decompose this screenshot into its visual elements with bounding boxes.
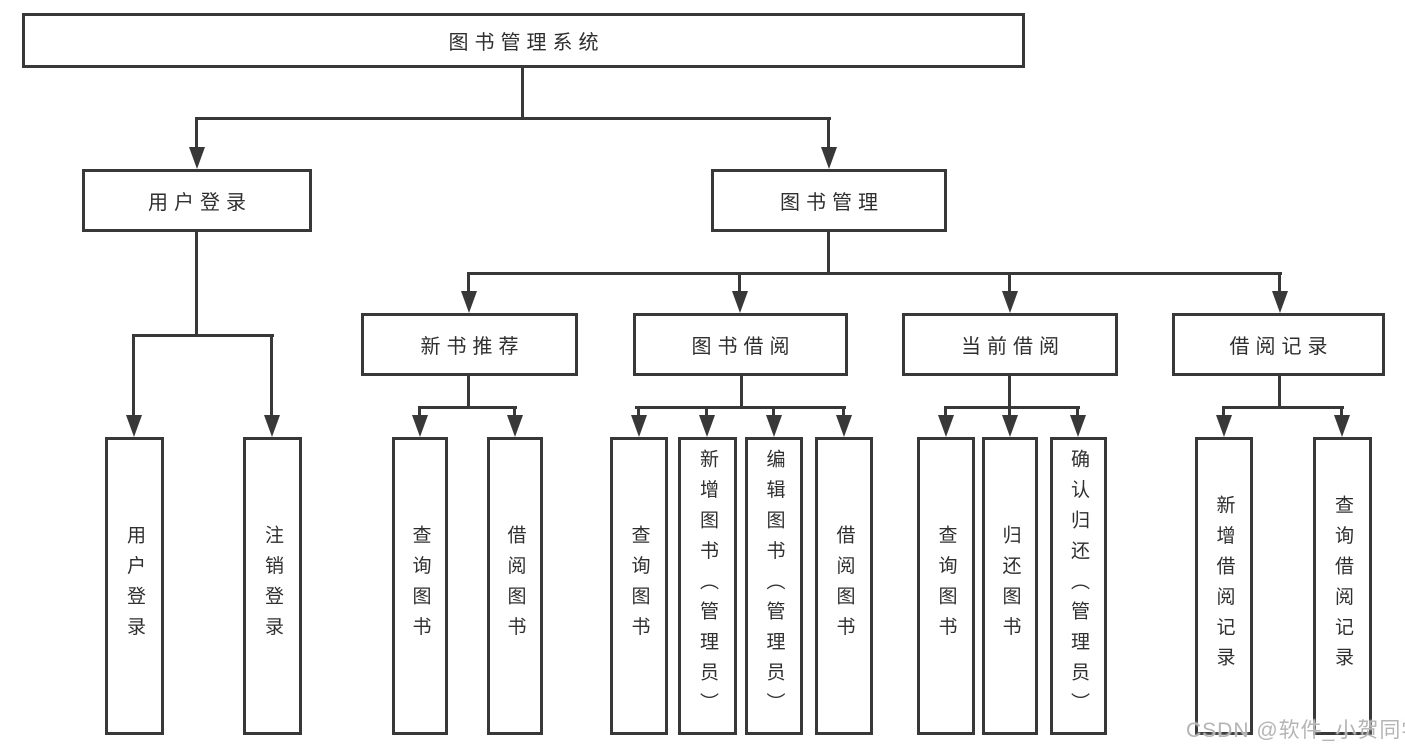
arrow-down-icon (836, 415, 852, 437)
leaf-query-books-current: 查询图书 (917, 437, 975, 735)
leaf-borrow-books: 借阅图书 (815, 437, 873, 735)
connector-recommend-stem (467, 374, 470, 408)
leaf-borrow-books-recommend: 借阅图书 (487, 437, 543, 735)
connector-root-stem (521, 68, 524, 118)
connector-bar-borrow (635, 406, 846, 409)
leaf-user-login: 用户登录 (105, 437, 164, 735)
node-book-borrowing: 图书借阅 (633, 313, 848, 376)
connector-drop (418, 406, 421, 420)
arrow-down-icon (938, 415, 954, 437)
connector-drop (1008, 406, 1011, 420)
connector-drop (827, 118, 830, 154)
node-user-login: 用户登录 (82, 169, 312, 232)
connector-drop (270, 334, 273, 422)
connector-drop (842, 406, 845, 420)
connector-drop (132, 334, 135, 422)
connector-bar-current (944, 406, 1080, 409)
node-current-borrowing: 当前借阅 (902, 313, 1118, 376)
leaf-confirm-return-admin: 确认归还（管理员） (1050, 437, 1107, 735)
arrow-down-icon (1216, 415, 1232, 437)
connector-drop (1008, 272, 1011, 298)
connector-bar-level1 (195, 117, 831, 120)
leaf-query-books-borrow: 查询图书 (610, 437, 668, 735)
node-borrowing-records: 借阅记录 (1172, 313, 1385, 376)
arrow-down-icon (507, 415, 523, 437)
arrow-down-icon (461, 291, 477, 313)
connector-drop (772, 406, 775, 420)
connector-drop (195, 118, 198, 154)
leaf-add-borrow-record: 新增借阅记录 (1195, 437, 1253, 735)
csdn-watermark: CSDN @软件_小贺同学 (1186, 719, 1405, 742)
arrow-down-icon (264, 415, 280, 437)
connector-drop (1278, 272, 1281, 298)
leaf-add-book-admin: 新增图书（管理员） (678, 437, 737, 735)
leaf-query-borrow-record: 查询借阅记录 (1313, 437, 1372, 735)
connector-drop (637, 406, 640, 420)
arrow-down-icon (412, 415, 428, 437)
leaf-query-books-recommend: 查询图书 (392, 437, 448, 735)
node-library-management-system: 图书管理系统 (22, 13, 1025, 68)
leaf-return-book: 归还图书 (982, 437, 1038, 735)
connector-bar-recommend (418, 406, 517, 409)
connector-drop (513, 406, 516, 420)
connector-records-stem (1278, 374, 1281, 408)
connector-drop (467, 272, 470, 298)
connector-drop (944, 406, 947, 420)
arrow-down-icon (699, 415, 715, 437)
leaf-edit-book-admin: 编辑图书（管理员） (745, 437, 803, 735)
leaf-logout: 注销登录 (243, 437, 302, 735)
connector-borrow-stem (740, 374, 743, 408)
connector-drop (1222, 406, 1225, 420)
connector-drop (705, 406, 708, 420)
arrow-down-icon (821, 147, 837, 169)
node-new-book-recommendation: 新书推荐 (361, 313, 578, 376)
connector-current-stem (1008, 374, 1011, 408)
connector-drop (1340, 406, 1343, 420)
connector-book-mgmt-stem (827, 231, 830, 274)
arrow-down-icon (126, 415, 142, 437)
arrow-down-icon (189, 147, 205, 169)
arrow-down-icon (1334, 415, 1350, 437)
arrow-down-icon (766, 415, 782, 437)
arrow-down-icon (1002, 291, 1018, 313)
node-book-management: 图书管理 (711, 169, 947, 232)
connector-user-login-stem (195, 231, 198, 336)
arrow-down-icon (1070, 415, 1086, 437)
arrow-down-icon (631, 415, 647, 437)
connector-drop (1076, 406, 1079, 420)
arrow-down-icon (732, 291, 748, 313)
arrow-down-icon (1272, 291, 1288, 313)
connector-bar-records (1222, 406, 1344, 409)
connector-bar-book-mgmt (467, 272, 1282, 275)
connector-bar-user-login (132, 334, 274, 337)
connector-drop (738, 272, 741, 298)
arrow-down-icon (1002, 415, 1018, 437)
